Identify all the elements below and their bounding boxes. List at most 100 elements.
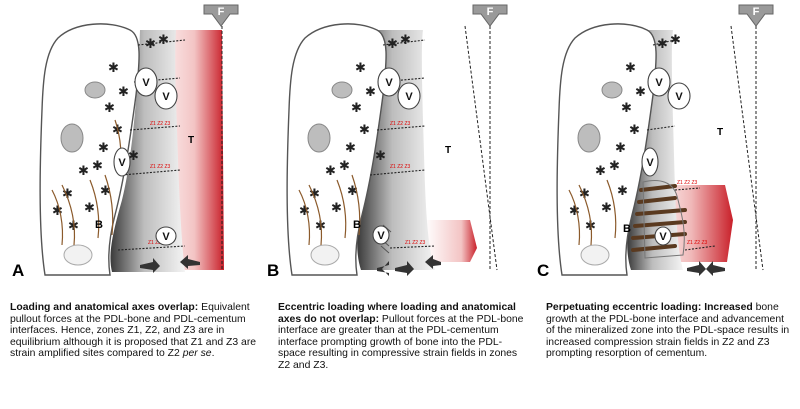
marrow-space xyxy=(60,123,84,153)
svg-text:✱: ✱ xyxy=(365,85,376,100)
svg-text:✱: ✱ xyxy=(585,219,596,234)
sharpey-fibers xyxy=(298,174,361,246)
vessel-label: V xyxy=(377,230,385,242)
marrow-space xyxy=(601,81,623,99)
marrow-space xyxy=(310,244,340,266)
panel-letter: B xyxy=(267,261,279,280)
bone-growth-outline xyxy=(642,180,685,259)
marrow-space xyxy=(84,81,106,99)
vessel-label: V xyxy=(655,77,663,89)
svg-text:✱: ✱ xyxy=(98,141,109,156)
svg-text:✱: ✱ xyxy=(331,201,342,216)
force-arrow xyxy=(738,4,774,27)
vessel-label: V xyxy=(675,91,683,103)
vessel-label: V xyxy=(118,157,126,169)
svg-text:✱: ✱ xyxy=(145,37,156,52)
svg-text:✱: ✱ xyxy=(158,33,169,48)
svg-text:✱: ✱ xyxy=(625,61,636,76)
svg-text:✱: ✱ xyxy=(339,159,350,174)
svg-text:✱: ✱ xyxy=(299,204,310,219)
vessel-label: V xyxy=(162,91,170,103)
caption-b-body: Pullout forces at the PDL-bone interface… xyxy=(278,313,524,371)
alveolar-bone xyxy=(556,23,657,276)
sharpey-fibers xyxy=(568,179,617,246)
marrow-space xyxy=(331,81,353,99)
osteocytes: ✱✱✱ ✱✱✱ ✱✱✱ ✱✱✱ ✱✱✱ xyxy=(52,33,169,234)
svg-text:✱: ✱ xyxy=(657,37,668,52)
zone-markers: Z1 Z2 Z3 Z1 Z2 Z3 xyxy=(677,180,708,246)
svg-text:✱: ✱ xyxy=(601,201,612,216)
svg-text:✱: ✱ xyxy=(351,101,362,116)
svg-text:Z1 Z2 Z3: Z1 Z2 Z3 xyxy=(677,180,698,186)
svg-text:✱: ✱ xyxy=(375,149,386,164)
alveolar-bone xyxy=(39,23,140,276)
zone-markers: Z1 Z2 Z3 Z1 Z2 Z3 Z1 Z2 Z3 xyxy=(148,121,171,246)
svg-text:✱: ✱ xyxy=(104,101,115,116)
caption-a-body: Equivalent pullout forces at the PDL-bon… xyxy=(10,302,257,360)
force-arrow xyxy=(472,4,508,27)
caption-a: Loading and anatomical axes overlap: Equ… xyxy=(10,302,260,360)
svg-text:✱: ✱ xyxy=(347,184,358,199)
sharpey-fibers xyxy=(51,119,122,246)
marrow-space xyxy=(577,123,601,153)
svg-text:✱: ✱ xyxy=(52,204,63,219)
svg-text:✱: ✱ xyxy=(400,33,411,48)
svg-text:✱: ✱ xyxy=(315,219,326,234)
svg-text:✱: ✱ xyxy=(118,85,129,100)
tissue-label: T xyxy=(188,135,194,146)
caption-c: Perpetuating eccentric loading: Increase… xyxy=(546,302,794,360)
anatomical-axis xyxy=(730,25,764,271)
caption-a-italic: per se xyxy=(182,348,212,360)
vessel-label: V xyxy=(646,157,654,169)
svg-text:✱: ✱ xyxy=(92,159,103,174)
svg-text:Z1 Z2 Z3: Z1 Z2 Z3 xyxy=(405,240,426,246)
svg-text:✱: ✱ xyxy=(569,204,580,219)
panel-letter: A xyxy=(12,261,24,280)
svg-text:✱: ✱ xyxy=(100,184,111,199)
caption-a-title: Loading and anatomical axes overlap: xyxy=(10,302,199,313)
caption-c-body: bone growth at the PDL-bone interface an… xyxy=(546,302,790,360)
bone-label: B xyxy=(353,219,361,231)
svg-text:Z1 Z2 Z3: Z1 Z2 Z3 xyxy=(390,121,411,127)
svg-text:✱: ✱ xyxy=(68,219,79,234)
caption-a-end: . xyxy=(211,348,215,360)
svg-text:✱: ✱ xyxy=(621,101,632,116)
pullout-arrows xyxy=(377,255,441,276)
svg-text:✱: ✱ xyxy=(325,164,336,179)
svg-text:✱: ✱ xyxy=(355,61,366,76)
svg-text:Z1 Z2 Z3: Z1 Z2 Z3 xyxy=(148,240,169,246)
caption-b-title: Eccentric loading where loading and anat… xyxy=(278,302,516,325)
svg-text:✱: ✱ xyxy=(84,201,95,216)
vessels xyxy=(372,67,421,245)
svg-text:✱: ✱ xyxy=(635,85,646,100)
force-arrow xyxy=(203,4,239,27)
svg-text:✱: ✱ xyxy=(309,187,320,202)
tissue-label: T xyxy=(717,127,723,138)
svg-text:✱: ✱ xyxy=(670,33,681,48)
svg-text:✱: ✱ xyxy=(78,164,89,179)
vessel-label: V xyxy=(405,91,413,103)
marrow-space xyxy=(307,123,331,153)
svg-text:Z1 Z2 Z3: Z1 Z2 Z3 xyxy=(687,240,708,246)
vessel-label: V xyxy=(659,231,667,243)
svg-text:Z1 Z2 Z3: Z1 Z2 Z3 xyxy=(150,164,171,170)
osteocytes: ✱✱✱ ✱✱✱ ✱✱✱ ✱✱✱ ✱✱ xyxy=(569,33,681,234)
marrow-space xyxy=(580,244,610,266)
svg-text:✱: ✱ xyxy=(609,159,620,174)
alveolar-bone xyxy=(286,23,387,276)
osteocytes: ✱✱✱ ✱✱✱ ✱✱✱ ✱✱✱ ✱✱✱ xyxy=(299,33,411,234)
force-label: F xyxy=(487,6,494,18)
bone-label: B xyxy=(95,219,103,231)
vessels xyxy=(641,67,691,246)
marrow-space xyxy=(63,244,93,266)
pullout-arrows xyxy=(140,255,200,273)
caption-c-title: Perpetuating eccentric loading: Increase… xyxy=(546,302,753,313)
tissue-label: T xyxy=(445,145,451,156)
force-label: F xyxy=(753,6,760,18)
svg-text:✱: ✱ xyxy=(128,149,139,164)
svg-text:Z1 Z2 Z3: Z1 Z2 Z3 xyxy=(150,121,171,127)
vessels xyxy=(113,67,178,246)
